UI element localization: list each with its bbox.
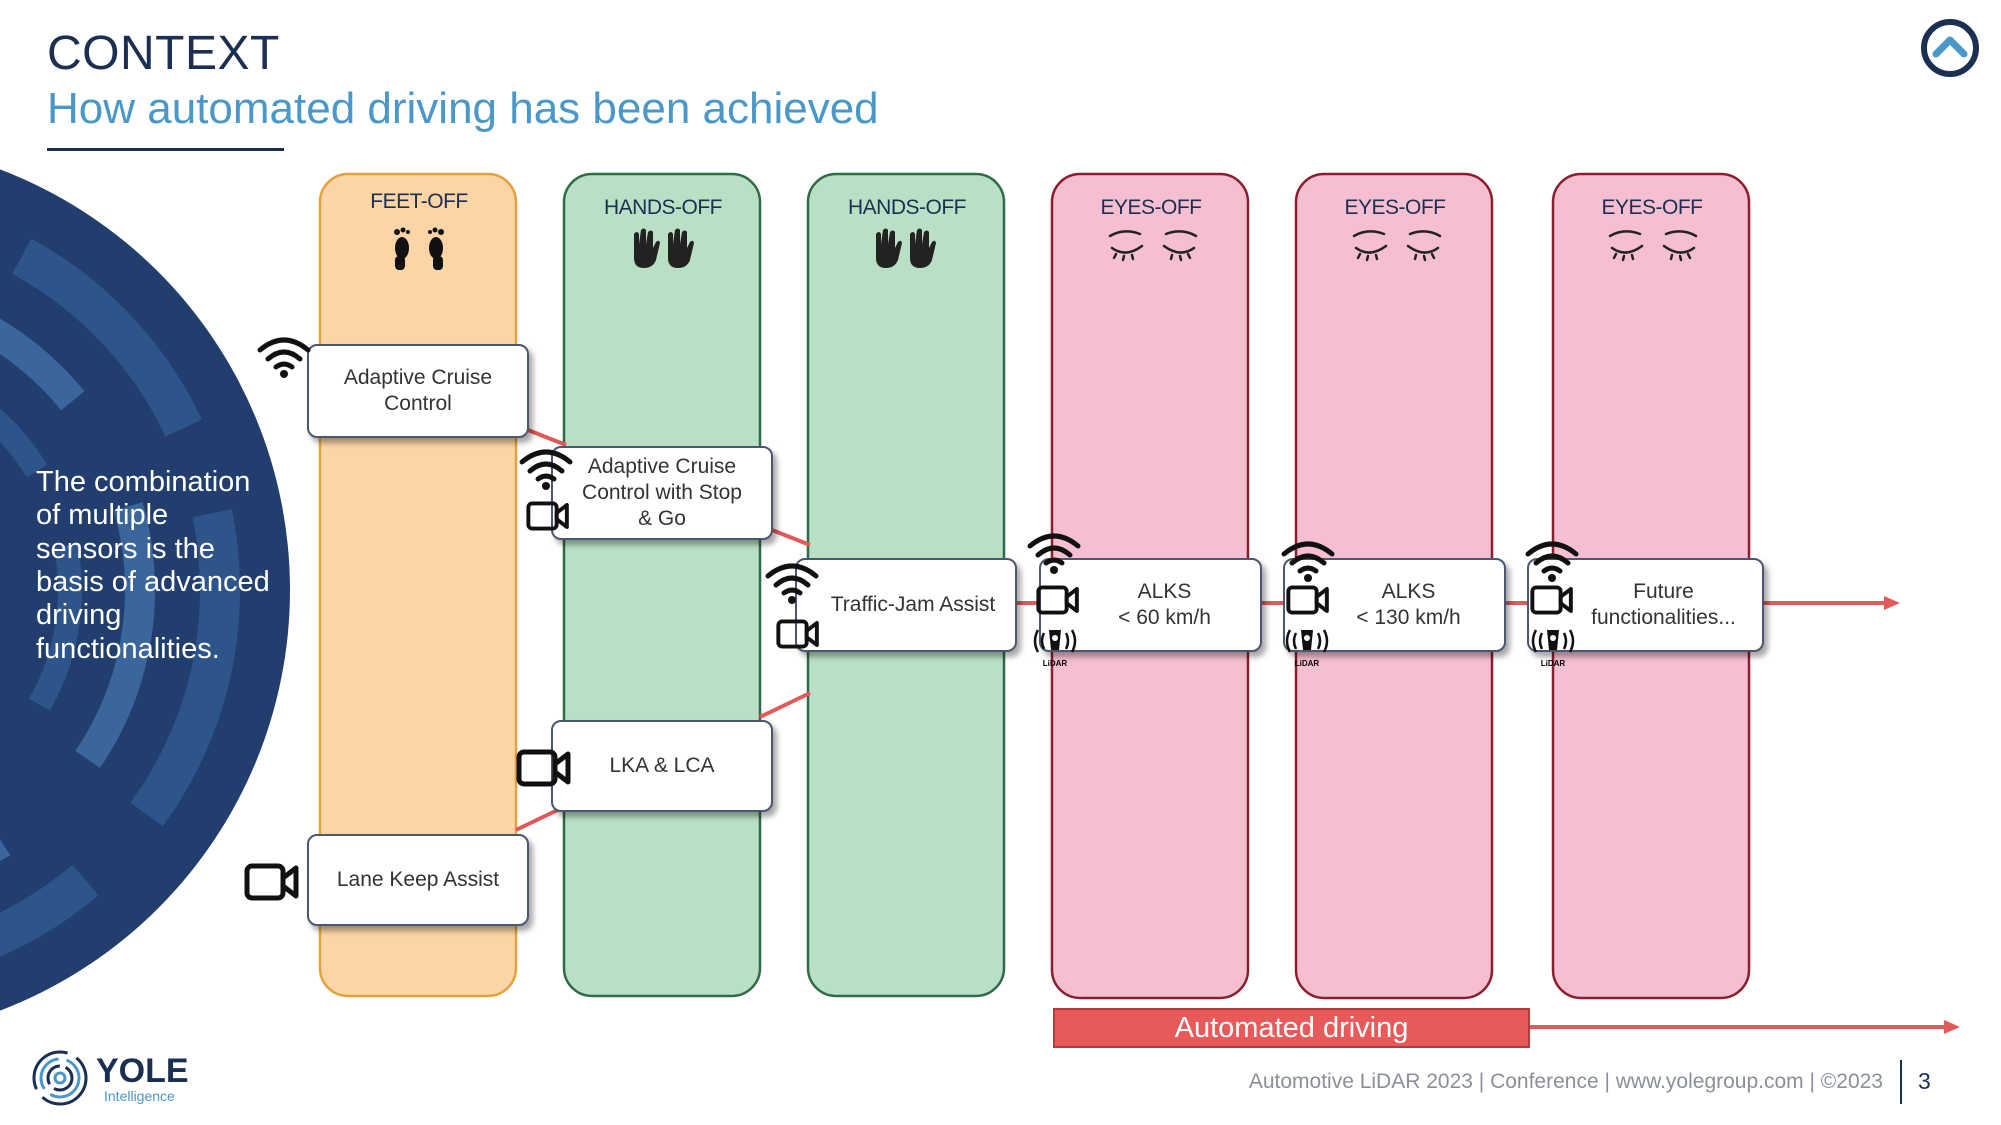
- lane-label-eyes-off-3: EYES-OFF: [1601, 196, 1703, 219]
- closed-eyes-icon: [1352, 230, 1442, 262]
- decorative-disc: [0, 169, 290, 1011]
- lane-label-hands-off-2: HANDS-OFF: [848, 196, 967, 219]
- lidar-label: LiDAR: [1540, 659, 1566, 668]
- page-number: 3: [1918, 1068, 1931, 1094]
- lidar-label: LiDAR: [1042, 659, 1068, 668]
- radar-icon: [257, 337, 311, 378]
- feature-label: ALKS: [1381, 579, 1436, 603]
- side-description: The combination of multiple sensors is t…: [36, 466, 270, 665]
- title-underline: [47, 148, 284, 151]
- camera-icon: [516, 749, 571, 787]
- closed-eyes-icon: [1608, 230, 1698, 262]
- feature-label: ALKS: [1137, 579, 1192, 603]
- lane-label-eyes-off-1: EYES-OFF: [1100, 196, 1202, 219]
- feature-box-traffic-jam-assist: Traffic-Jam Assist: [795, 558, 1017, 652]
- camera-icon: [526, 501, 569, 531]
- lane-label-feet-off: FEET-OFF: [370, 190, 468, 213]
- feature-box-lane-keep-assist: Lane Keep Assist: [307, 834, 529, 926]
- lidar-icon: LiDAR: [1282, 626, 1332, 668]
- camera-icon: [244, 863, 299, 901]
- camera-icon: [1036, 585, 1079, 615]
- scroll-top-icon[interactable]: [1920, 18, 1980, 78]
- footer-divider: [1900, 1060, 1902, 1104]
- camera-icon: [1530, 585, 1573, 615]
- camera-icon: [1286, 585, 1329, 615]
- feature-label: Traffic-Jam Assist: [830, 592, 996, 616]
- feature-label: Future: [1633, 579, 1694, 603]
- feature-box-acc: Adaptive Cruise Control: [307, 344, 529, 438]
- feet-icon: [394, 227, 444, 270]
- feature-label: < 130 km/h: [1356, 606, 1461, 629]
- brand-name: YOLE: [96, 1052, 189, 1090]
- yole-logo-icon: [32, 1050, 88, 1106]
- lane-label-eyes-off-2: EYES-OFF: [1344, 196, 1446, 219]
- radar-icon: [519, 449, 573, 490]
- radar-icon: [1027, 533, 1081, 574]
- radar-icon: [1525, 541, 1579, 582]
- lidar-label: LiDAR: [1294, 659, 1320, 668]
- feature-box-lka-lca: LKA & LCA: [551, 720, 773, 812]
- lane-label-hands-off-1: HANDS-OFF: [604, 196, 723, 219]
- lidar-icon: LiDAR: [1528, 626, 1578, 668]
- lane-column: [562, 172, 762, 998]
- page-subtitle: How automated driving has been achieved: [47, 84, 879, 133]
- feature-label: Adaptive Cruise Control: [343, 365, 493, 415]
- hands-icon: [634, 228, 694, 268]
- brand-subtitle: Intelligence: [104, 1088, 175, 1104]
- hands-icon: [876, 228, 936, 268]
- radar-icon: [1281, 541, 1335, 582]
- feature-box-acc-stop-go: Adaptive Cruise Control with Stop & Go: [551, 446, 773, 540]
- footer-text: Automotive LiDAR 2023 | Conference | www…: [1248, 1070, 1883, 1093]
- feature-label: functionalities...: [1591, 606, 1736, 629]
- radar-icon: [765, 563, 819, 604]
- connector-lines: [515, 428, 1960, 1034]
- closed-eyes-icon: [1108, 230, 1198, 262]
- camera-icon: [776, 619, 819, 649]
- feature-label: < 60 km/h: [1118, 606, 1211, 629]
- feature-label: LKA & LCA: [609, 753, 715, 777]
- feature-label: Adaptive Cruise Control with Stop & Go: [582, 454, 742, 531]
- automated-driving-bar: Automated driving: [1053, 1008, 1530, 1048]
- page-title: CONTEXT: [47, 27, 280, 80]
- feature-label: Lane Keep Assist: [336, 867, 500, 891]
- lidar-icon: LiDAR: [1030, 626, 1080, 668]
